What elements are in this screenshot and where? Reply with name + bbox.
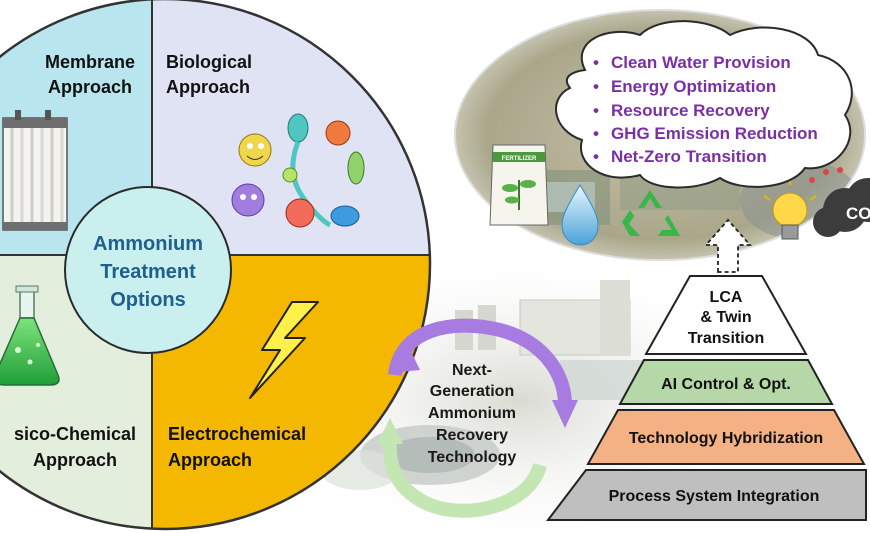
pyramid-integration-label: Process System Integration [609, 488, 820, 505]
outcome-item-2: •Energy Optimization [593, 77, 776, 96]
co2-cloud-icon: CO [809, 167, 870, 237]
strategy-pyramid: LCA & Twin Transition AI Control & Opt. … [545, 275, 867, 521]
green-cycle-arrow [382, 439, 547, 518]
membrane-label: Membrane Approach [45, 52, 135, 97]
outcome-item-3: •Resource Recovery [593, 101, 770, 120]
recovery-cycle: Next- Generation Ammonium Recovery Techn… [377, 318, 578, 518]
svg-text:& Twin: & Twin [700, 309, 751, 326]
svg-text:Next-: Next- [452, 362, 492, 379]
svg-text:sico-Chemical: sico-Chemical [14, 424, 136, 444]
biological-label: Biological Approach [166, 52, 252, 97]
pyramid-ai-level [618, 359, 834, 405]
purple-cycle-arrow [388, 318, 572, 406]
center-label-line2: Treatment [100, 261, 196, 283]
svg-text:Approach: Approach [48, 77, 132, 97]
svg-text:Electrochemical: Electrochemical [168, 424, 306, 444]
pyramid-hybridization-level [586, 409, 866, 465]
svg-text:LCA: LCA [710, 289, 743, 306]
svg-text:Technology: Technology [428, 449, 517, 466]
pyramid-top-level [644, 275, 808, 355]
wheel-outline [0, 0, 432, 531]
water-drop-icon [561, 184, 599, 246]
center-label-line3: Options [110, 289, 186, 311]
svg-text:Approach: Approach [168, 450, 252, 470]
svg-text:Membrane: Membrane [45, 52, 135, 72]
fertilizer-bag-icon: FERTILIZER [489, 144, 549, 226]
outcome-item-4: •GHG Emission Reduction [593, 124, 818, 143]
pyramid-ai-label: AI Control & Opt. [661, 376, 791, 393]
membrane-module-image [2, 110, 68, 231]
svg-text:CO: CO [846, 204, 870, 223]
pyramid-integration-level [545, 469, 867, 521]
lightning-bolt-icon [249, 301, 319, 399]
center-label-line1: Ammonium [93, 233, 203, 255]
svg-text:Approach: Approach [166, 77, 250, 97]
physico-chemical-label: sico-Chemical Approach [14, 424, 136, 470]
svg-text:Recovery: Recovery [436, 427, 508, 444]
outcome-item-1: •Clean Water Provision [593, 53, 791, 72]
svg-text:Transition: Transition [688, 330, 764, 347]
svg-text:Ammonium: Ammonium [428, 405, 516, 422]
outcome-item-5: •Net-Zero Transition [593, 147, 767, 166]
svg-text:Biological: Biological [166, 52, 252, 72]
svg-text:FERTILIZER: FERTILIZER [502, 156, 537, 162]
recycle-icon [622, 190, 680, 236]
pyramid-hybridization-label: Technology Hybridization [629, 430, 823, 447]
up-arrow-icon [704, 218, 752, 273]
center-circle: Ammonium Treatment Options [64, 186, 232, 354]
svg-text:Approach: Approach [33, 450, 117, 470]
svg-text:Generation: Generation [430, 383, 514, 400]
microbes-image [231, 113, 365, 228]
outcomes-cloud: •Clean Water Provision •Energy Optimizat… [555, 20, 853, 189]
flask-image [0, 285, 60, 386]
electrochemical-label: Electrochemical Approach [168, 424, 306, 470]
